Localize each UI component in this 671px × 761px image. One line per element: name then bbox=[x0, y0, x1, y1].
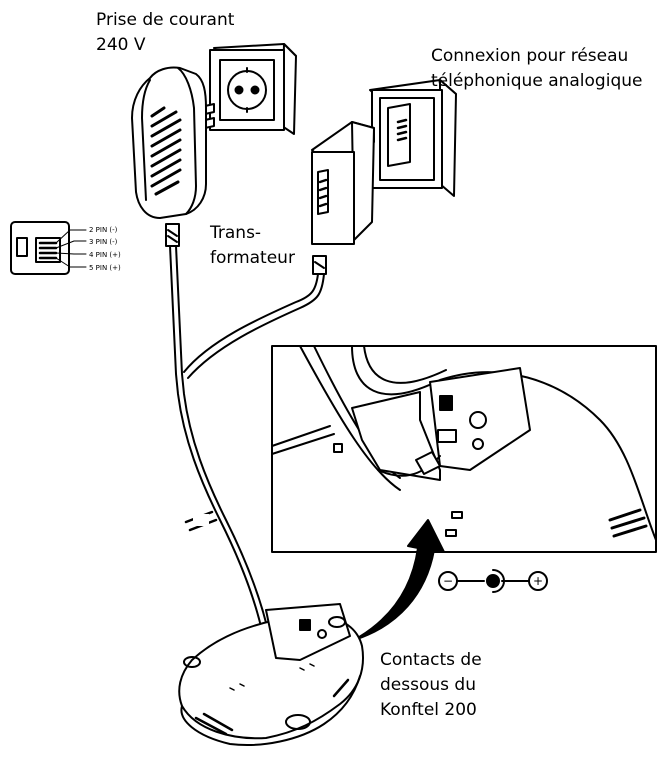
polarity-plus: + bbox=[533, 574, 543, 588]
transformer-label-line1: Trans- bbox=[210, 223, 262, 243]
arrow-icon bbox=[353, 519, 445, 641]
polarity-symbol-icon bbox=[438, 569, 548, 593]
phone-adapter-icon bbox=[311, 121, 375, 245]
cables bbox=[165, 223, 327, 641]
power-adapter-icon bbox=[131, 66, 215, 219]
konftel-200-unit-icon bbox=[178, 603, 364, 746]
wall-socket-icon bbox=[209, 43, 297, 135]
contacts-label-line3: Konftel 200 bbox=[380, 700, 477, 720]
pin-label-4: 4 PIN (+) bbox=[89, 251, 121, 259]
phone-connection-label-line1: Connexion pour réseau bbox=[431, 46, 629, 66]
contacts-label-line1: Contacts de bbox=[380, 650, 482, 670]
pin-label-3: 3 PIN (-) bbox=[89, 238, 118, 246]
pin-label-5: 5 PIN (+) bbox=[89, 264, 121, 272]
detail-inset bbox=[271, 345, 657, 553]
power-outlet-label-line2: 240 V bbox=[96, 35, 146, 55]
contacts-label-line2: dessous du bbox=[380, 675, 476, 695]
phone-wall-jack-icon bbox=[369, 79, 457, 197]
power-outlet-label-line1: Prise de courant bbox=[96, 10, 235, 30]
rj-connector-icon bbox=[10, 221, 87, 275]
polarity-minus: − bbox=[443, 574, 453, 588]
phone-connection-label-line2: téléphonique analogique bbox=[431, 71, 643, 91]
transformer-label-line2: formateur bbox=[210, 248, 295, 268]
pin-label-2: 2 PIN (-) bbox=[89, 226, 118, 234]
